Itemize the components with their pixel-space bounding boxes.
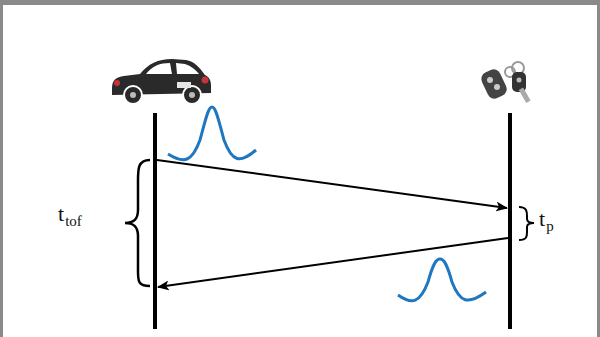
car-timeline <box>153 113 157 329</box>
time-subscript: tof <box>65 214 82 229</box>
time-symbol: t <box>539 208 545 230</box>
message-arrow <box>157 160 507 208</box>
frame-top <box>0 0 600 5</box>
pulse-wave <box>168 107 256 160</box>
pulse-wave <box>398 259 486 301</box>
car-icon <box>112 59 211 104</box>
curly-brace <box>519 207 534 240</box>
frame-right <box>597 0 600 337</box>
time-symbol: t <box>58 203 64 225</box>
curly-brace <box>125 160 150 286</box>
key-fob-icon <box>479 62 531 103</box>
key-timeline <box>508 113 512 329</box>
time-subscript: p <box>546 219 554 234</box>
frame-left <box>0 0 3 337</box>
message-arrow <box>158 238 508 287</box>
